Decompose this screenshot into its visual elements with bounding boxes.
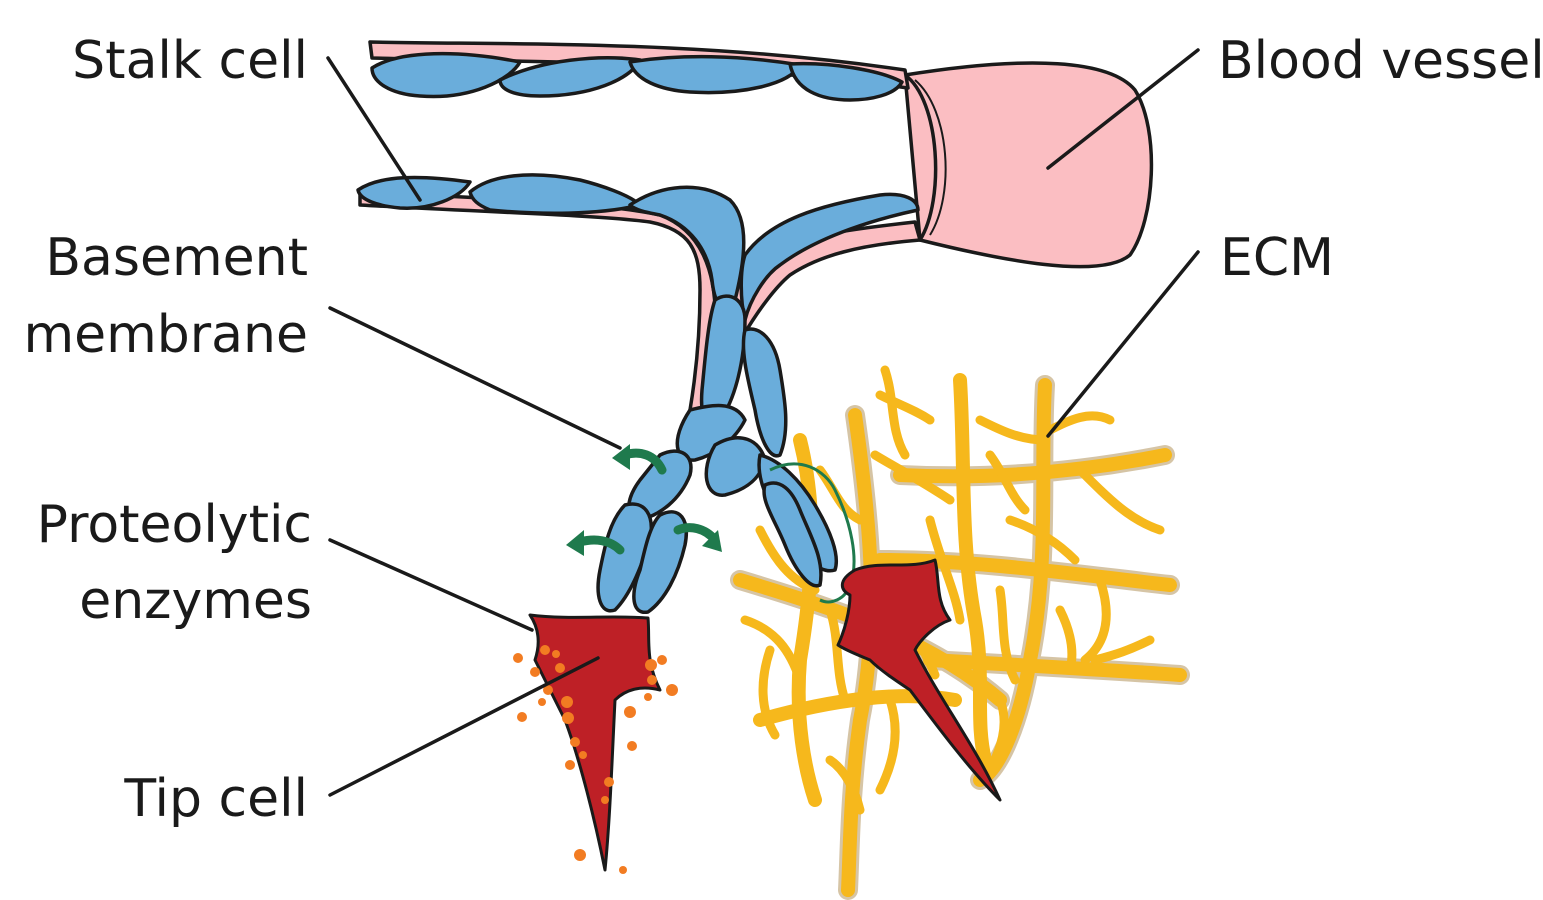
stalk-cells — [358, 54, 918, 320]
label-stalk-cell: Stalk cell — [72, 31, 308, 91]
leader-basement-membrane — [330, 308, 620, 448]
label-basement-membrane-line1: Basement — [45, 228, 308, 288]
leader-proteolytic-enzymes — [330, 540, 532, 630]
leader-ecm — [1048, 252, 1198, 436]
leader-tip-cell — [330, 658, 598, 795]
label-proteolytic-enzymes-line1: Proteolytic — [37, 495, 312, 555]
label-tip-cell: Tip cell — [123, 769, 308, 829]
label-blood-vessel: Blood vessel — [1218, 31, 1543, 91]
label-proteolytic-enzymes-line2: enzymes — [79, 571, 312, 631]
label-ecm: ECM — [1220, 228, 1334, 288]
ecm-network — [740, 370, 1180, 890]
label-basement-membrane-line2: membrane — [23, 305, 308, 365]
